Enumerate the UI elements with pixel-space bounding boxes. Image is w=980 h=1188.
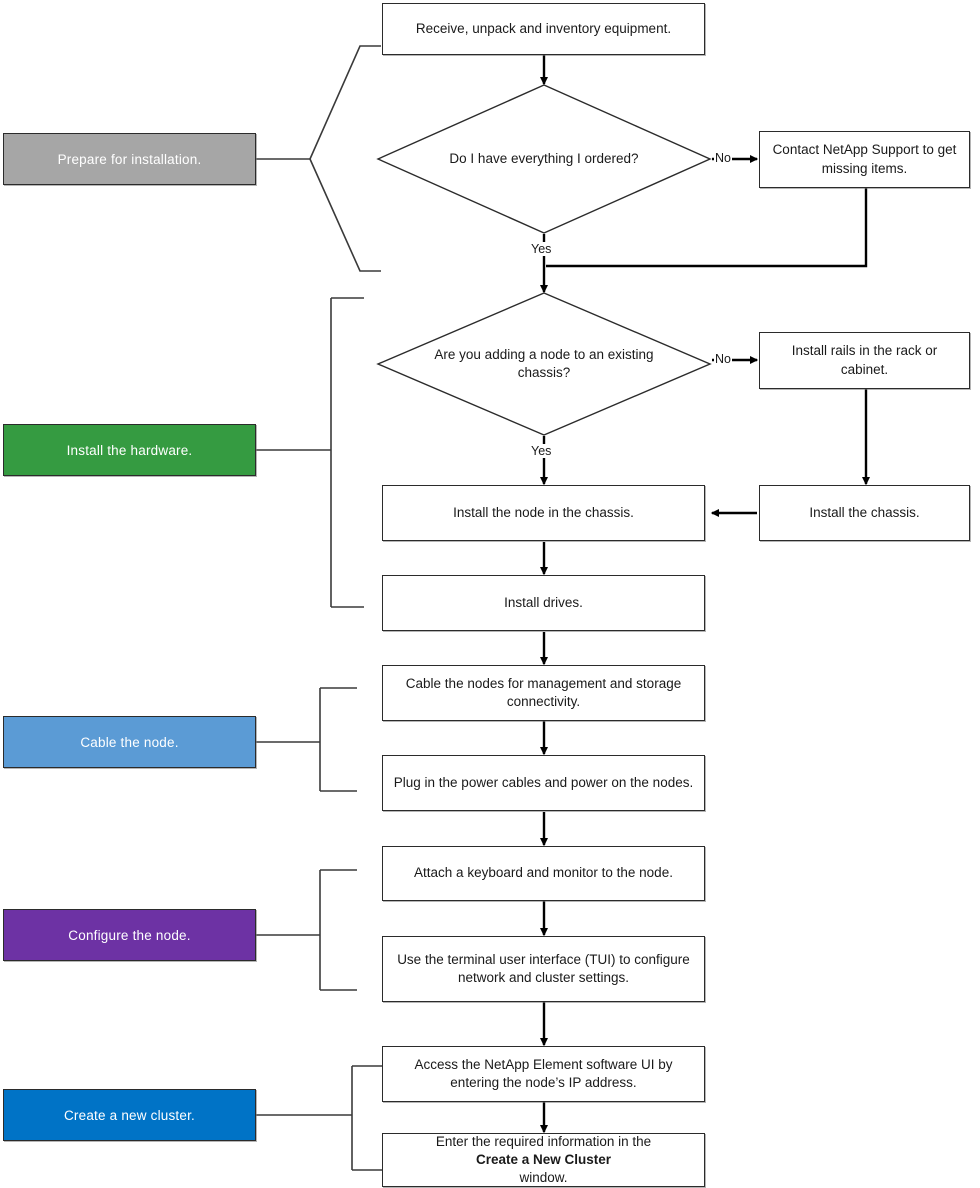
step-enter-required-information[interactable]: Enter the required information in the Cr… (382, 1133, 705, 1187)
step-receive-unpack-inventory[interactable]: Receive, unpack and inventory equipment. (382, 3, 705, 55)
step-label: Install the node in the chassis. (453, 504, 634, 520)
step-label: Install the chassis. (809, 504, 920, 520)
phase-prepare-for-installation[interactable]: Prepare for installation. (3, 133, 256, 185)
step-use-tui[interactable]: Use the terminal user interface (TUI) to… (382, 936, 705, 1002)
step-label: Install rails in the rack or cabinet. (791, 343, 938, 377)
step-label-emphasis: Create a New Cluster (475, 1151, 612, 1167)
step-label-post: window. (519, 1170, 568, 1186)
decision-label: Are you adding a node to an existing cha… (434, 346, 654, 380)
decision-adding-node-to-existing-chassis[interactable]: Are you adding a node to an existing cha… (377, 292, 711, 436)
phase-label: Create a new cluster. (63, 1107, 195, 1123)
edge-label-no-1: No (714, 151, 732, 165)
step-contact-netapp-support[interactable]: Contact NetApp Support to get missing it… (759, 131, 970, 188)
phase-cable-the-node[interactable]: Cable the node. (3, 716, 256, 768)
phase-label: Prepare for installation. (57, 151, 202, 167)
step-install-drives[interactable]: Install drives. (382, 575, 705, 631)
step-label: Install drives. (504, 594, 583, 610)
decision-label: Do I have everything I ordered? (449, 150, 639, 166)
step-power-on-nodes[interactable]: Plug in the power cables and power on th… (382, 755, 705, 811)
phase-install-the-hardware[interactable]: Install the hardware. (3, 424, 256, 476)
brace-prepare (256, 45, 381, 272)
brace-configure (256, 869, 357, 991)
step-label: Attach a keyboard and monitor to the nod… (414, 865, 673, 881)
brace-hardware (256, 297, 364, 608)
edge-label-yes-1: Yes (530, 242, 553, 256)
brace-cable (256, 687, 357, 792)
edge-label-yes-2: Yes (530, 444, 553, 458)
step-install-chassis[interactable]: Install the chassis. (759, 485, 970, 541)
step-label: Use the terminal user interface (TUI) to… (397, 951, 690, 985)
step-label: Cable the nodes for management and stora… (405, 675, 682, 709)
decision-do-i-have-everything[interactable]: Do I have everything I ordered? (377, 84, 711, 234)
step-cable-nodes[interactable]: Cable the nodes for management and stora… (382, 665, 705, 721)
step-label: Plug in the power cables and power on th… (393, 774, 694, 790)
phase-label: Cable the node. (80, 734, 179, 750)
step-access-element-ui[interactable]: Access the NetApp Element software UI by… (382, 1046, 705, 1102)
step-attach-keyboard-monitor[interactable]: Attach a keyboard and monitor to the nod… (382, 846, 705, 901)
phase-create-a-new-cluster[interactable]: Create a new cluster. (3, 1089, 256, 1141)
step-install-node-in-chassis[interactable]: Install the node in the chassis. (382, 485, 705, 541)
step-label-composite: Enter the required information in the Cr… (436, 1133, 651, 1188)
phase-label: Configure the node. (68, 927, 191, 943)
phase-label: Install the hardware. (66, 442, 193, 458)
step-label-pre: Enter the required information in the (435, 1133, 652, 1149)
brace-cluster (256, 1065, 389, 1171)
step-label: Access the NetApp Element software UI by… (414, 1056, 673, 1090)
step-install-rails[interactable]: Install rails in the rack or cabinet. (759, 332, 970, 389)
phase-configure-the-node[interactable]: Configure the node. (3, 909, 256, 961)
step-label: Contact NetApp Support to get missing it… (772, 142, 957, 176)
edge-label-no-2: No (714, 352, 732, 366)
step-label: Receive, unpack and inventory equipment. (415, 20, 672, 36)
